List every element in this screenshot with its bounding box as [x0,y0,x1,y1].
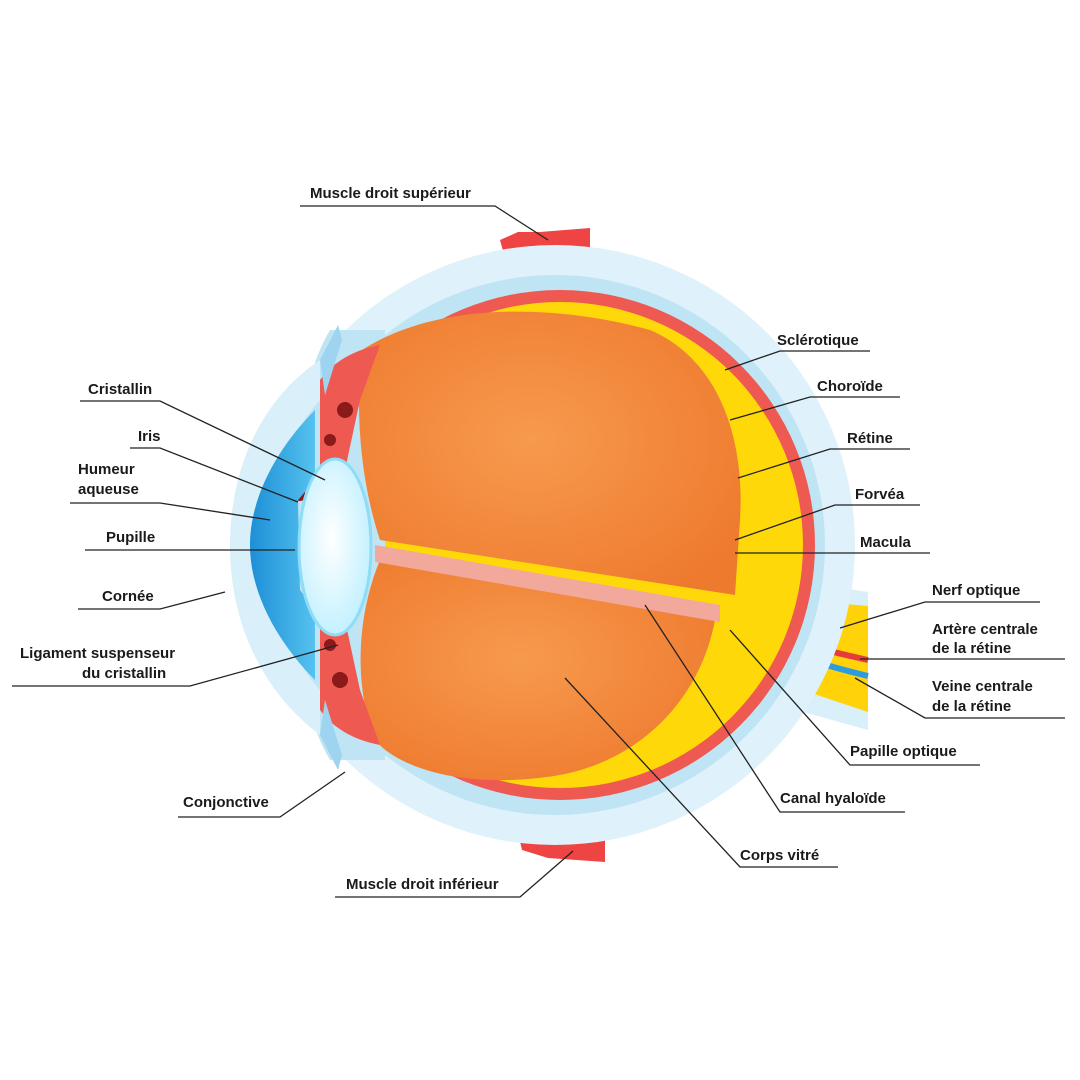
ciliary-body-upper [320,345,380,490]
label-optic-nerve: Nerf optique [932,582,1020,599]
label-retina: Rétine [847,430,893,447]
vitreous-upper [359,311,741,595]
lens [297,457,373,637]
label-central-artery-2: de la rétine [932,640,1011,657]
label-pupil: Pupille [106,529,155,546]
label-aqueous-humor-2: aqueuse [78,481,139,498]
vitreous-lower [360,560,715,781]
label-vitreous-body: Corps vitré [740,847,819,864]
label-macula: Macula [860,534,912,551]
label-lens: Cristallin [88,381,152,398]
leader-lines [12,205,1065,898]
conjunctiva-upper [320,325,342,395]
label-conjunctiva: Conjonctive [183,794,269,811]
ciliary-spot [337,402,353,418]
hyaloid-canal-band [375,545,720,622]
label-suspensory-ligament-1: Ligament suspenseur [20,645,175,662]
label-cornea: Cornée [102,588,154,605]
label-optic-disc: Papille optique [850,743,957,760]
label-aqueous-humor-1: Humeur [78,461,135,478]
ciliary-spot [324,434,336,446]
label-muscle-inferior: Muscle droit inférieur [346,876,499,893]
label-sclera: Sclérotique [777,332,859,349]
label-iris: Iris [138,428,161,445]
ciliary-spot [332,672,348,688]
label-muscle-superior: Muscle droit supérieur [310,185,471,202]
label-central-vein-2: de la rétine [932,698,1011,715]
label-hyaloid-canal: Canal hyaloïde [780,790,886,807]
label-central-vein-1: Veine centrale [932,678,1033,695]
ciliary-spot [324,639,336,651]
anterior-chamber [250,410,315,680]
label-fovea: Forvéa [855,486,905,503]
cornea [230,360,320,735]
label-choroid: Choroïde [817,378,883,395]
label-suspensory-ligament-2: du cristallin [82,665,166,682]
conjunctiva-lower [320,700,342,770]
label-central-artery-1: Artère centrale [932,621,1038,638]
